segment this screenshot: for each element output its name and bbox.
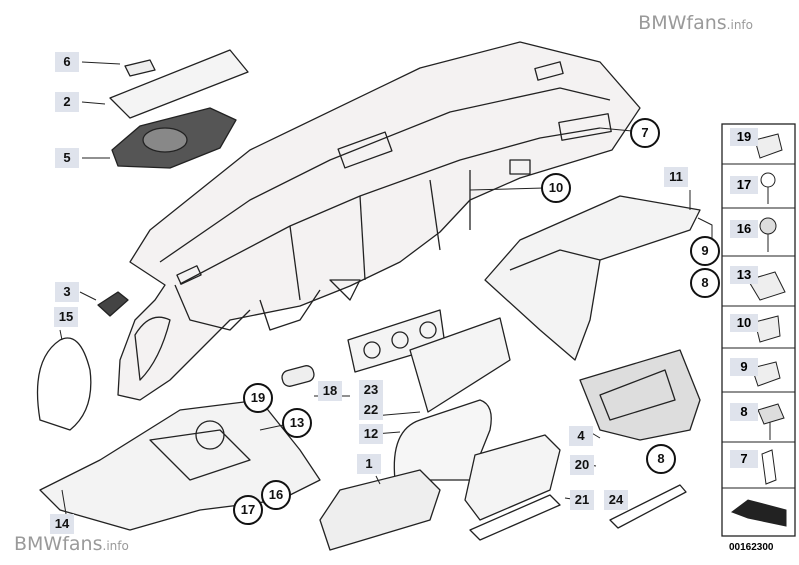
watermark-top: BMWfans.info xyxy=(638,12,753,34)
panel-label-7: 7 xyxy=(730,450,758,468)
label-19: 19 xyxy=(243,383,273,413)
label-2: 2 xyxy=(55,92,79,112)
label-18: 18 xyxy=(318,381,342,401)
label-8-bottom: 8 xyxy=(646,444,676,474)
part-3 xyxy=(97,291,129,317)
label-22: 22 xyxy=(359,400,383,420)
part-21 xyxy=(469,494,561,541)
watermark-bottom: BMWfans.info xyxy=(14,533,129,555)
label-21: 21 xyxy=(570,490,594,510)
panel-label-16: 16 xyxy=(730,220,758,238)
document-number: 00162300 xyxy=(729,542,774,553)
label-5: 5 xyxy=(55,148,79,168)
part-24 xyxy=(609,484,687,529)
part-20 xyxy=(464,434,561,521)
part-22 xyxy=(409,317,511,413)
label-20: 20 xyxy=(570,455,594,475)
part-6 xyxy=(124,59,156,77)
panel-label-9: 9 xyxy=(730,358,758,376)
part-2 xyxy=(109,49,249,119)
panel-label-8: 8 xyxy=(730,403,758,421)
panel-label-19: 19 xyxy=(730,128,758,146)
label-6: 6 xyxy=(55,52,79,72)
label-13: 13 xyxy=(282,408,312,438)
label-16: 16 xyxy=(261,480,291,510)
label-14: 14 xyxy=(50,514,74,534)
label-12: 12 xyxy=(359,424,383,444)
part-15 xyxy=(36,337,92,431)
label-23: 23 xyxy=(359,380,383,400)
dashboard-outline xyxy=(117,41,641,401)
label-9: 9 xyxy=(690,236,720,266)
part-11 xyxy=(484,195,701,361)
label-10: 10 xyxy=(541,173,571,203)
part-12 xyxy=(393,399,492,481)
part-4 xyxy=(579,349,701,441)
label-11: 11 xyxy=(664,167,688,187)
label-8-top: 8 xyxy=(690,268,720,298)
panel-label-17: 17 xyxy=(730,176,758,194)
label-1: 1 xyxy=(357,454,381,474)
part-1 xyxy=(319,469,441,551)
panel-label-10: 10 xyxy=(730,314,758,332)
label-3: 3 xyxy=(55,282,79,302)
label-17: 17 xyxy=(233,495,263,525)
label-7: 7 xyxy=(630,118,660,148)
label-15: 15 xyxy=(54,307,78,327)
label-24: 24 xyxy=(604,490,628,510)
panel-label-13: 13 xyxy=(730,266,758,284)
label-4: 4 xyxy=(569,426,593,446)
